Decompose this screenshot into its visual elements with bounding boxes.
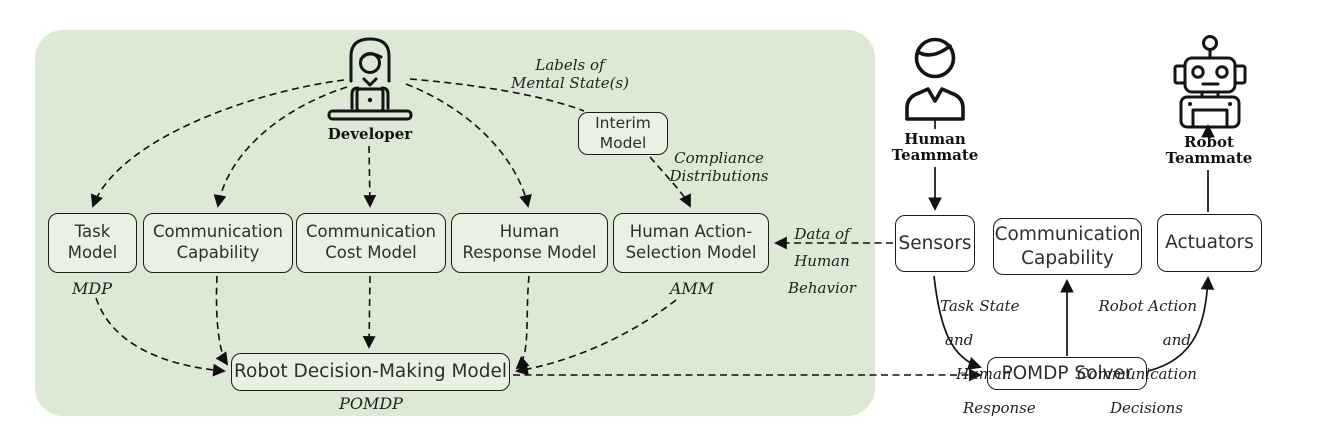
labels-of-mental-states-annotation: Labels of Mental State(s): [511, 56, 629, 92]
communication-cost-model-box: Communication Cost Model: [296, 213, 446, 273]
robot-teammate-icon: [1173, 35, 1247, 129]
annotation-line: Robot Action: [1098, 297, 1197, 315]
annotation-line: Human: [956, 365, 1012, 383]
amm-sublabel: AMM: [669, 279, 715, 298]
task-model-box: Task Model: [48, 213, 137, 273]
pomdp-sublabel: POMDP: [339, 394, 403, 413]
actuators-box: Actuators: [1157, 214, 1262, 272]
communication-capability-box: Communication Capability: [143, 213, 293, 273]
robot-decision-making-model-box: Robot Decision-Making Model: [231, 353, 510, 391]
annotation-line: and: [945, 331, 974, 349]
annotation-line: Response: [963, 399, 1036, 417]
human-teammate-icon: [905, 37, 965, 121]
annotation-line: Communication: [1077, 365, 1197, 383]
developer-label: Developer: [327, 125, 413, 143]
communication-capability-runtime-box: Communication Capability: [993, 218, 1142, 275]
annotation-line: Decisions: [1110, 399, 1183, 417]
human-teammate-label: Human Teammate: [891, 130, 979, 164]
mdp-sublabel: MDP: [72, 279, 112, 298]
annotation-line: Task State: [940, 297, 1020, 315]
human-action-selection-model-box: Human Action- Selection Model: [613, 213, 769, 273]
robot-action-communication-decisions-annotation: Robot Action and Communication Decisions: [1077, 281, 1197, 432]
compliance-distributions-annotation: Compliance Distributions: [669, 149, 769, 185]
task-state-human-response-annotation: Task State and Human Response: [940, 281, 1036, 432]
pomdp-solver-box: POMDP Solver: [987, 357, 1147, 390]
robot-teammate-label: Robot Teammate: [1165, 133, 1253, 167]
interim-model-box: Interim Model: [578, 112, 668, 155]
annotation-line: and: [1162, 331, 1191, 349]
data-of-human-behavior-annotation: Data of Human Behavior: [788, 225, 856, 297]
human-response-model-box: Human Response Model: [451, 213, 608, 273]
sensors-box: Sensors: [895, 215, 975, 272]
